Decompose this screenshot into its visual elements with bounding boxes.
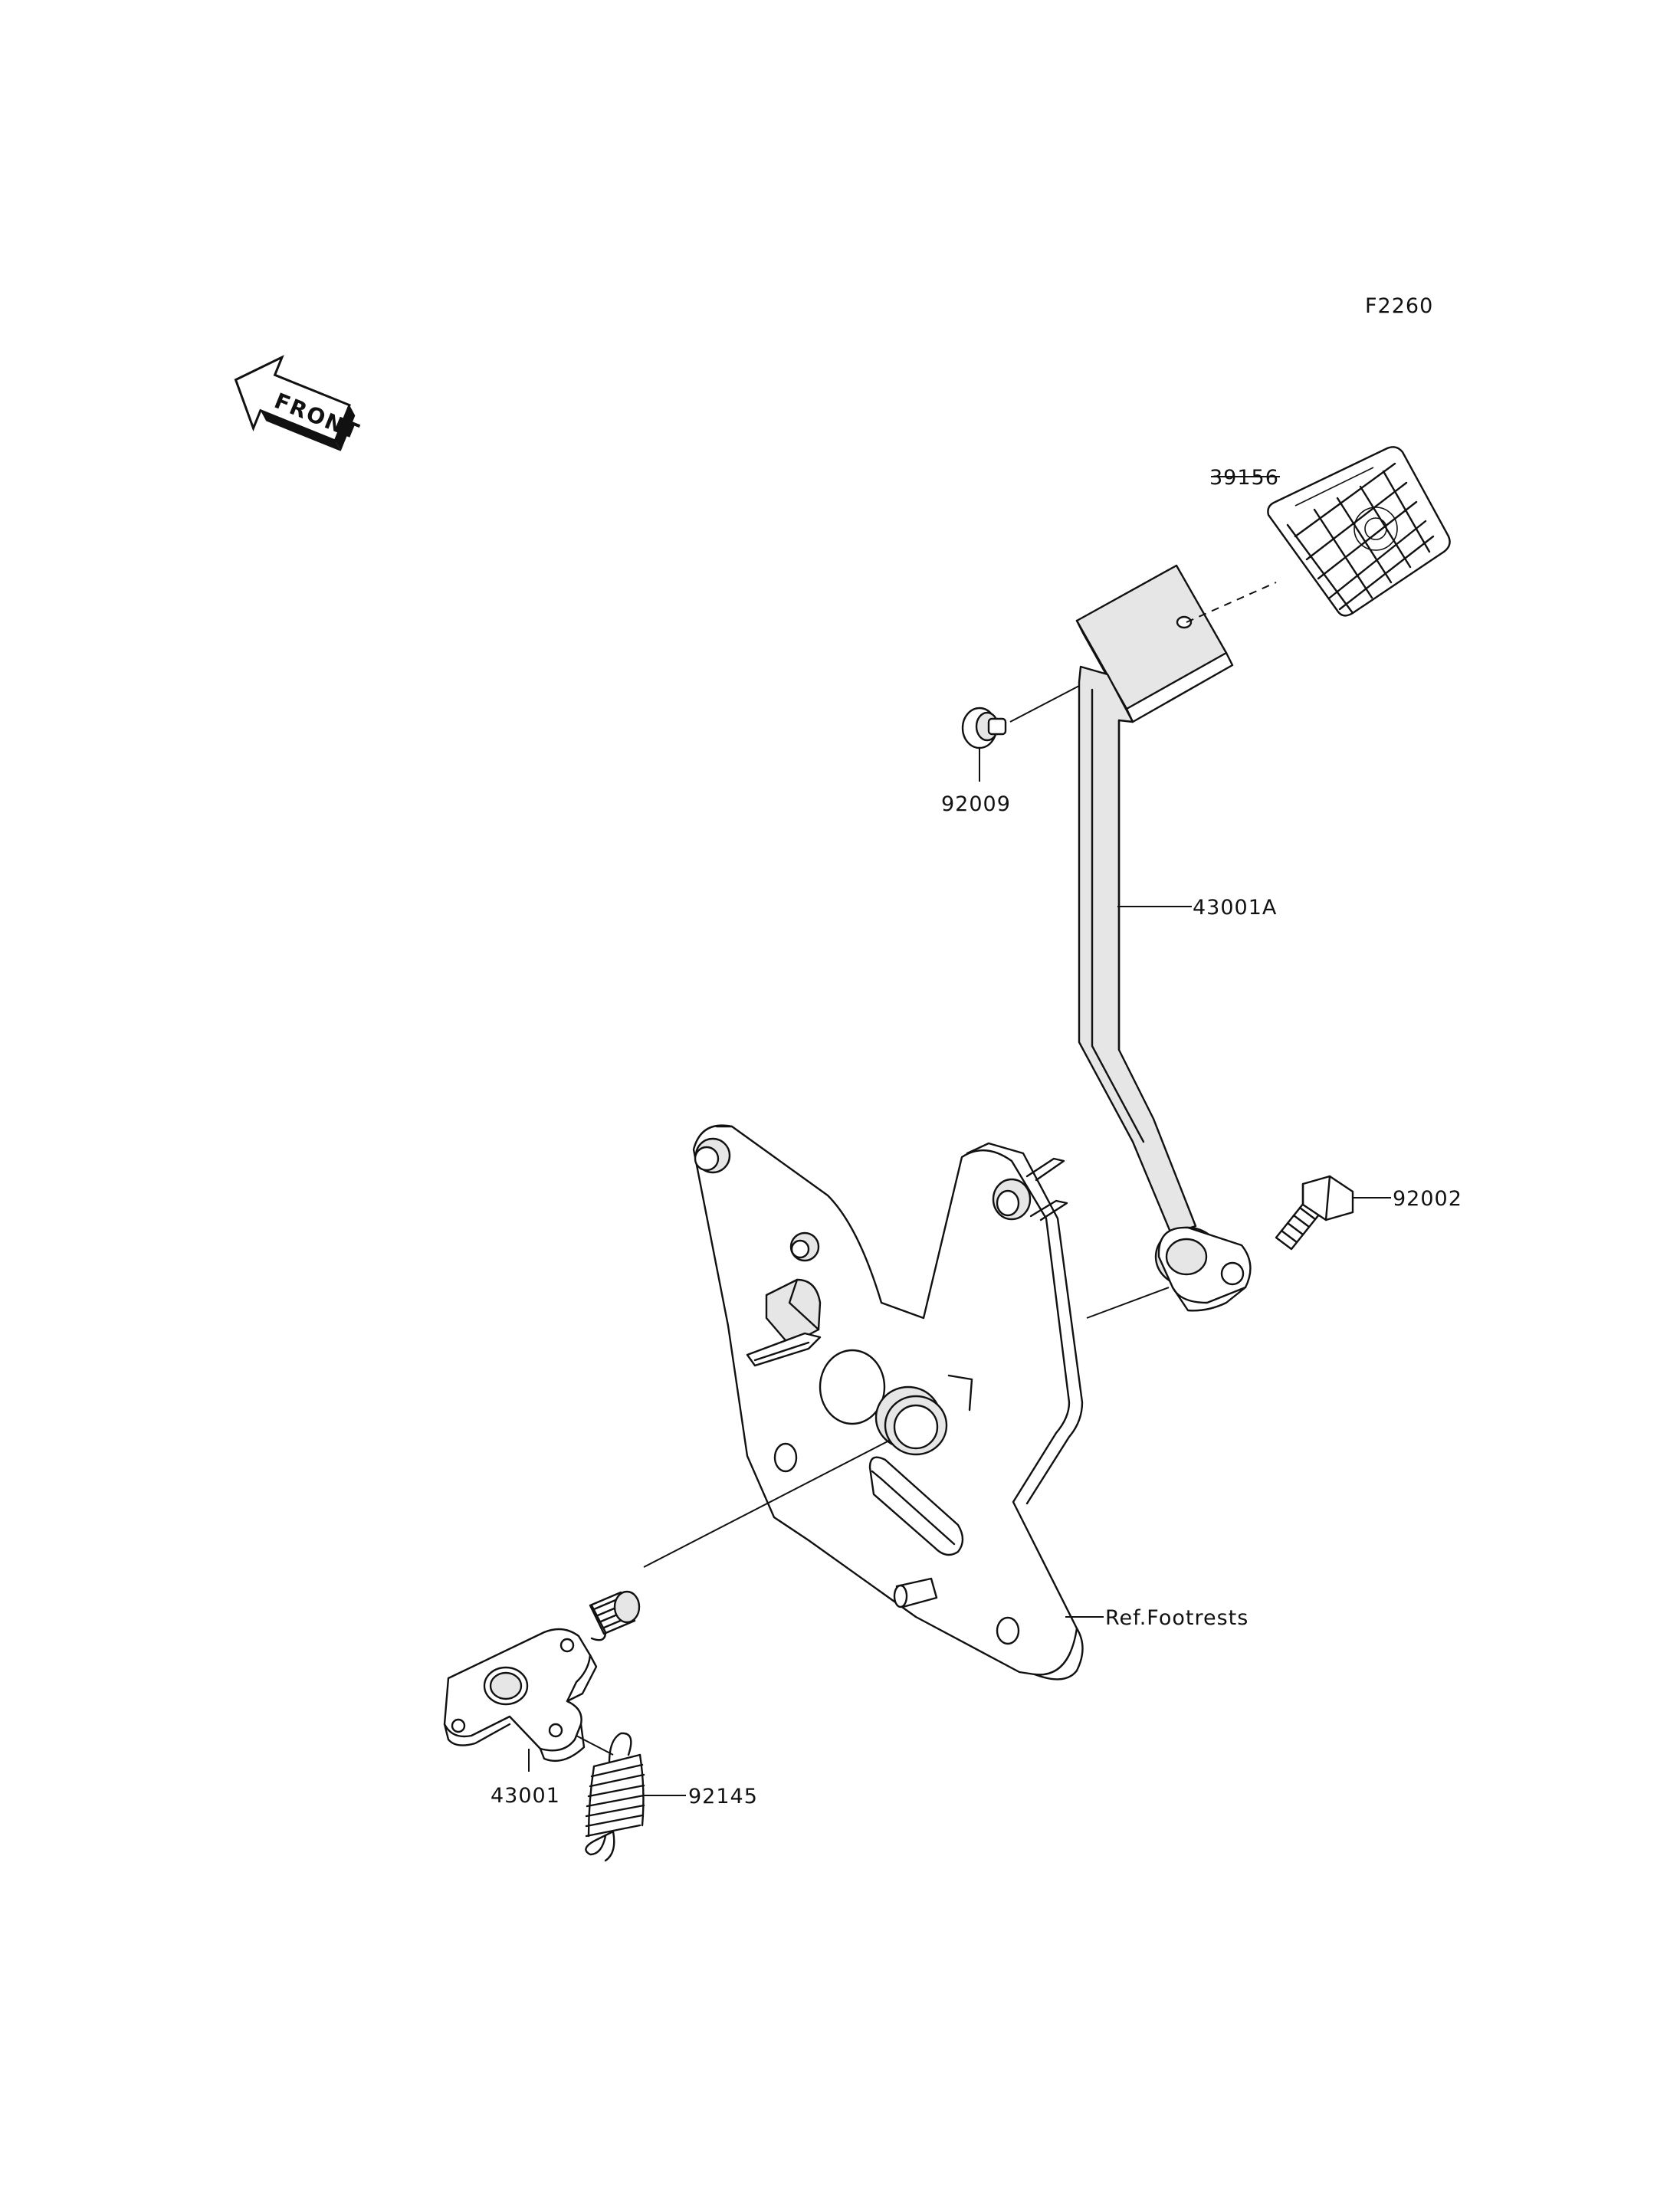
part-label-39156: 39156: [1209, 466, 1279, 490]
part-label-92145: 92145: [688, 1785, 758, 1808]
brake-pedal: [1075, 564, 1252, 1312]
bolt: [1275, 1175, 1354, 1251]
washer: [961, 707, 1007, 749]
ref-footrests-label: Ref.Footrests: [1105, 1606, 1249, 1630]
pedal-pad: [1267, 446, 1451, 617]
part-label-43001: 43001: [491, 1784, 560, 1808]
part-label-43001A: 43001A: [1193, 896, 1277, 920]
figure-code: F2260: [1365, 294, 1433, 318]
footrest-bracket: [692, 1124, 1084, 1681]
part-label-92009: 92009: [941, 792, 1011, 816]
front-arrow-icon: FRONT: [234, 355, 363, 451]
spring: [585, 1732, 645, 1862]
lever: [443, 1590, 641, 1763]
part-label-92002: 92002: [1393, 1187, 1462, 1211]
